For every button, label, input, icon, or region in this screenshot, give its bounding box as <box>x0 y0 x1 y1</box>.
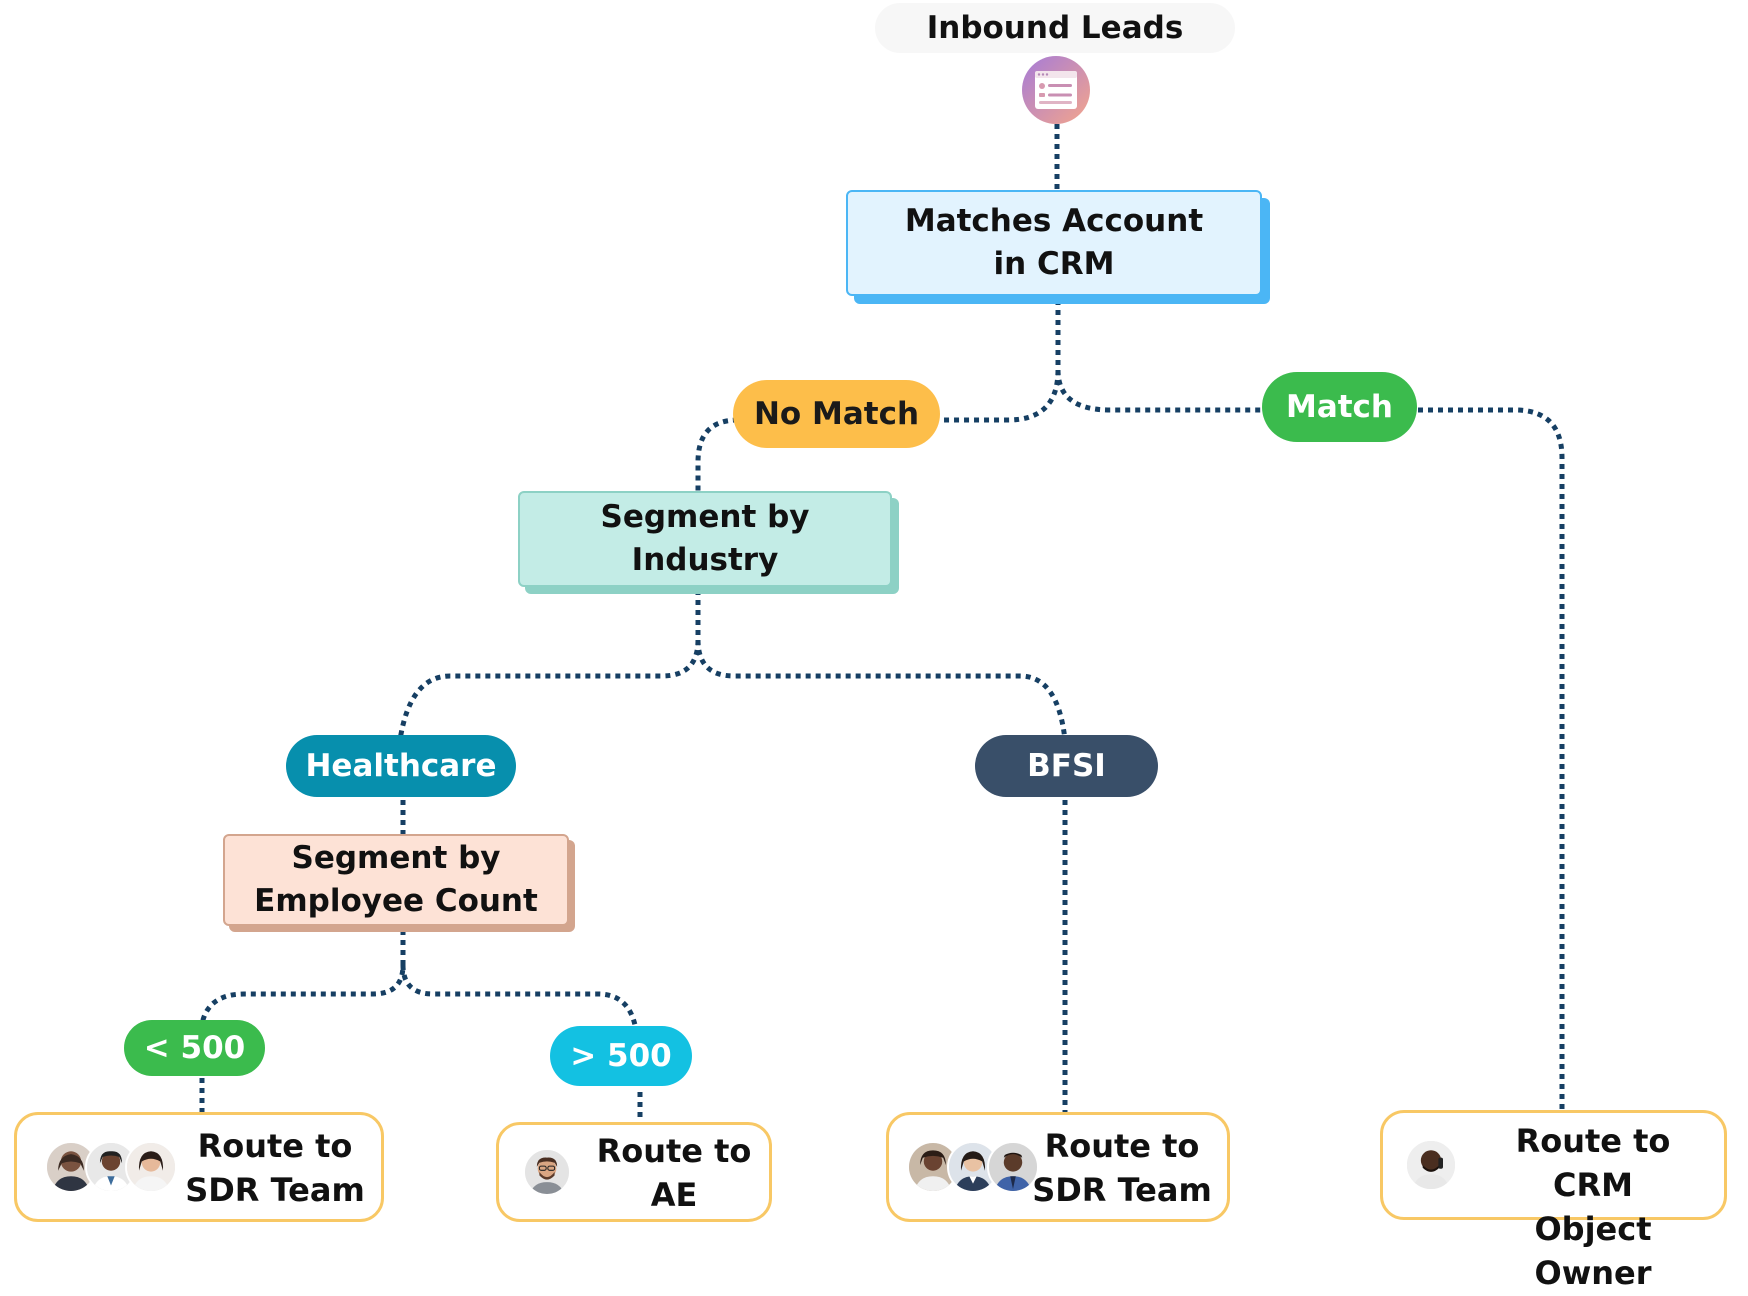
route-sdr-team-small: Route to SDR Team <box>14 1112 384 1222</box>
no-match-pill: No Match <box>733 380 940 448</box>
connector-industry-to-healthcare <box>397 590 701 741</box>
matches-account-node: Matches Account in CRM <box>846 190 1262 296</box>
lead-form-icon <box>1021 55 1091 125</box>
connector-lines <box>199 124 1565 1126</box>
avatar <box>987 1141 1039 1193</box>
connector-match-to-crm-owner <box>1418 407 1565 1112</box>
match-pill: Match <box>1262 372 1417 442</box>
connector-nomatch-to-industry <box>695 417 739 492</box>
healthcare-pill: Healthcare <box>286 735 516 797</box>
segment-employee-node: Segment by Employee Count <box>223 834 569 926</box>
route-label: Route to AE <box>596 1132 752 1215</box>
route-label: Route to SDR Team <box>1032 1127 1212 1210</box>
gt-500-pill: > 500 <box>550 1026 692 1086</box>
connector-industry-to-bfsi <box>695 639 1068 741</box>
connector-employee-to-lt500 <box>199 930 406 1025</box>
lt-500-pill: < 500 <box>124 1020 265 1076</box>
route-ae: Route to AE <box>496 1122 772 1222</box>
route-label: Route to SDR Team <box>185 1127 365 1210</box>
route-sdr-team-bfsi: Route to SDR Team <box>886 1112 1230 1222</box>
route-label: Route to CRM Object Owner <box>1515 1122 1671 1293</box>
diagram-title: Inbound Leads <box>875 3 1235 53</box>
avatar <box>125 1141 177 1193</box>
connector-employee-to-gt500 <box>400 964 639 1031</box>
connector-matches-to-match <box>1055 369 1268 413</box>
route-crm-object-owner: Route to CRM Object Owner <box>1380 1110 1727 1292</box>
avatar <box>523 1148 571 1196</box>
diagram-title-text: Inbound Leads <box>926 10 1184 46</box>
avatar <box>1405 1139 1457 1191</box>
bfsi-pill: BFSI <box>975 735 1158 797</box>
segment-industry-node: Segment by Industry <box>518 491 892 587</box>
connector-matches-to-nomatch <box>940 300 1061 423</box>
